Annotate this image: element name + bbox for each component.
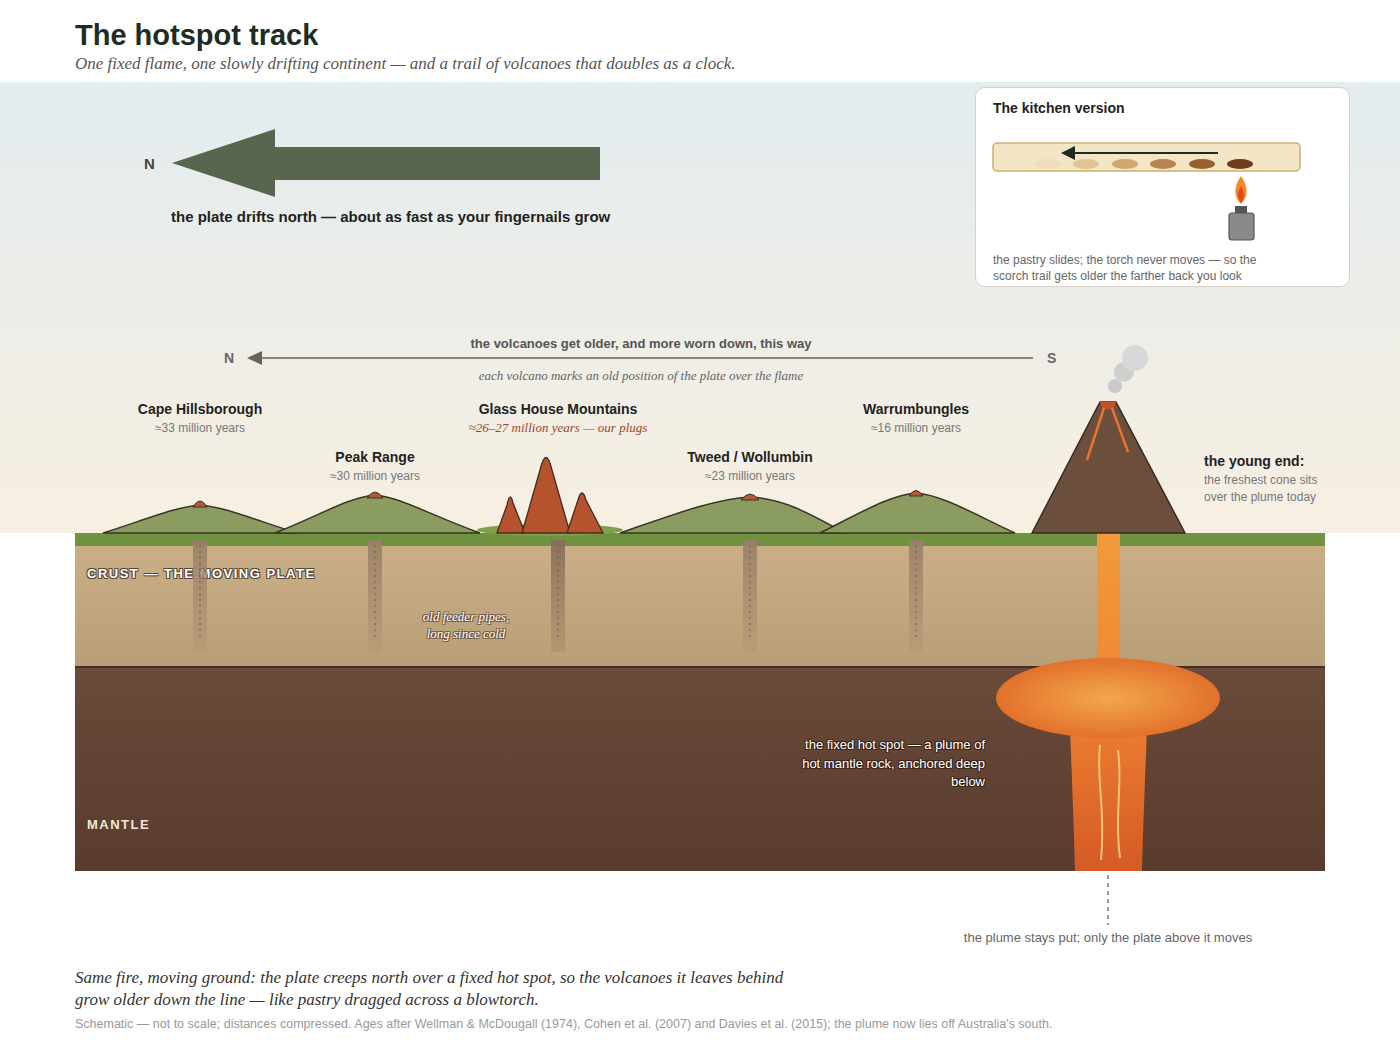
volcano-cap (741, 494, 759, 500)
volcano-node: Warrumbungles ≈16 million years (806, 401, 1026, 533)
scorch-mark (1227, 159, 1253, 169)
torch-nozzle (1235, 206, 1247, 214)
plume-anchor-line (1107, 875, 1108, 925)
box-body: the pastry slides; the torch never moves… (993, 252, 1258, 284)
mantle-band: MANTLE (75, 666, 1325, 871)
volcano-name: the young end: (1204, 453, 1334, 470)
torch-flame (1235, 176, 1246, 204)
volcano-age: ≈16 million years (806, 420, 1026, 436)
age-direction-line (258, 357, 1033, 359)
direction-letter: N (144, 155, 155, 172)
analogy-box: The kitchen version the pastry slides; th… (975, 87, 1350, 287)
feeder-pipe-core (200, 545, 201, 640)
plume-head (996, 658, 1220, 738)
sky-band (0, 82, 1400, 533)
feeder-pipe (909, 540, 923, 652)
plume-streak (1099, 745, 1102, 860)
direction-letter: N (224, 350, 234, 367)
volcano-node: Peak Range ≈30 million years (265, 449, 485, 533)
scorch-mark (1150, 159, 1176, 169)
eroded-volcano (103, 505, 297, 533)
slide-arrow-line (1072, 152, 1218, 154)
feeder-pipe-core (375, 545, 376, 640)
feeder-pipe-core (558, 545, 559, 640)
volcano-age: ≈23 million years (640, 468, 860, 484)
arrow-note: each volcano marks an old position of th… (391, 368, 891, 384)
kitchen-illustration (993, 143, 1300, 240)
young-volcano-node: the young end:the freshest cone sits ove… (1030, 453, 1330, 533)
arrow-label: the plate drifts north — about as fast a… (171, 208, 610, 226)
feeder-pipe (551, 540, 565, 652)
scorch-mark (1073, 159, 1099, 169)
volcano-cap (193, 501, 207, 507)
feeder-pipe (368, 540, 382, 652)
volcano-name: Peak Range (265, 449, 485, 466)
slide-arrow-head (1061, 146, 1075, 160)
volcano-name: Warrumbungles (806, 401, 1026, 418)
active-cone (1032, 402, 1185, 533)
feeder-pipe-core (916, 545, 917, 640)
volcano-node: Cape Hillsborough ≈33 million years (90, 401, 310, 533)
direction-letter: S (1047, 350, 1056, 367)
feeder-pipe (193, 540, 207, 652)
smoke-puff (1122, 345, 1148, 371)
volcano-node: Glass House Mountains ≈26–27 million year… (448, 401, 668, 533)
volcano-name: Cape Hillsborough (90, 401, 310, 418)
smoke-puff (1108, 379, 1122, 393)
volcano-node: Tweed / Wollumbin ≈23 million years (640, 449, 860, 533)
band-label: CRUST — THE MOVING PLATE (87, 566, 487, 582)
annotation: the plume stays put; only the plate abov… (908, 930, 1308, 946)
feeder-pipe (743, 540, 757, 652)
box-heading: The kitchen version (993, 100, 1323, 117)
volcanic-plug (567, 493, 603, 533)
eroded-volcano (620, 497, 845, 533)
crust-band: CRUST — THE MOVING PLATE (75, 533, 1325, 666)
volcano-name: Glass House Mountains (448, 401, 668, 418)
pastry-strip (993, 143, 1300, 171)
torch-flame-core (1238, 186, 1244, 203)
source-note: Schematic — not to scale; distances comp… (75, 1017, 1052, 1032)
plate-drift-arrow (172, 129, 600, 197)
magma-conduit (1097, 533, 1120, 666)
plume-streak (1118, 750, 1120, 858)
band-label: MANTLE (87, 817, 387, 833)
volcano-name: Tweed / Wollumbin (640, 449, 860, 466)
volcanic-plug (522, 458, 570, 534)
scorch-mark (1035, 159, 1061, 169)
subtitle: One fixed flame, one slowly drifting con… (75, 54, 736, 74)
eroded-volcano (275, 495, 480, 533)
volcano-age: ≈33 million years (90, 420, 310, 436)
arrow-label: the volcanoes get older, and more worn d… (391, 336, 891, 352)
crater (1100, 402, 1116, 409)
diagram-title: The hotspot track (75, 17, 318, 53)
smoke-puff (1114, 362, 1134, 382)
diagram-caption: Same fire, moving ground: the plate cree… (75, 967, 785, 1011)
volcano-cap (367, 492, 383, 498)
volcano-cap (909, 491, 923, 497)
volcano-note: the freshest cone sits over the plume to… (1204, 472, 1339, 506)
feeder-pipes (193, 540, 923, 652)
torch-body (1229, 213, 1254, 240)
feeder-pipe-core (750, 545, 751, 640)
volcanic-plug (497, 497, 525, 533)
scorch-mark (1189, 159, 1215, 169)
lava-streak (1112, 408, 1128, 452)
plug-base (477, 524, 623, 536)
hot-spot-plume (996, 533, 1220, 925)
old-volcanoes (103, 458, 1015, 537)
young-volcano (1032, 345, 1185, 533)
volcano-age: ≈30 million years (265, 468, 485, 484)
scorch-mark (1112, 159, 1138, 169)
age-direction-head (247, 351, 262, 365)
volcano-age: ≈26–27 million years — our plugs (448, 420, 668, 436)
plume-stem (1070, 728, 1147, 871)
eroded-volcano (820, 493, 1015, 533)
lava-streak (1087, 408, 1104, 460)
